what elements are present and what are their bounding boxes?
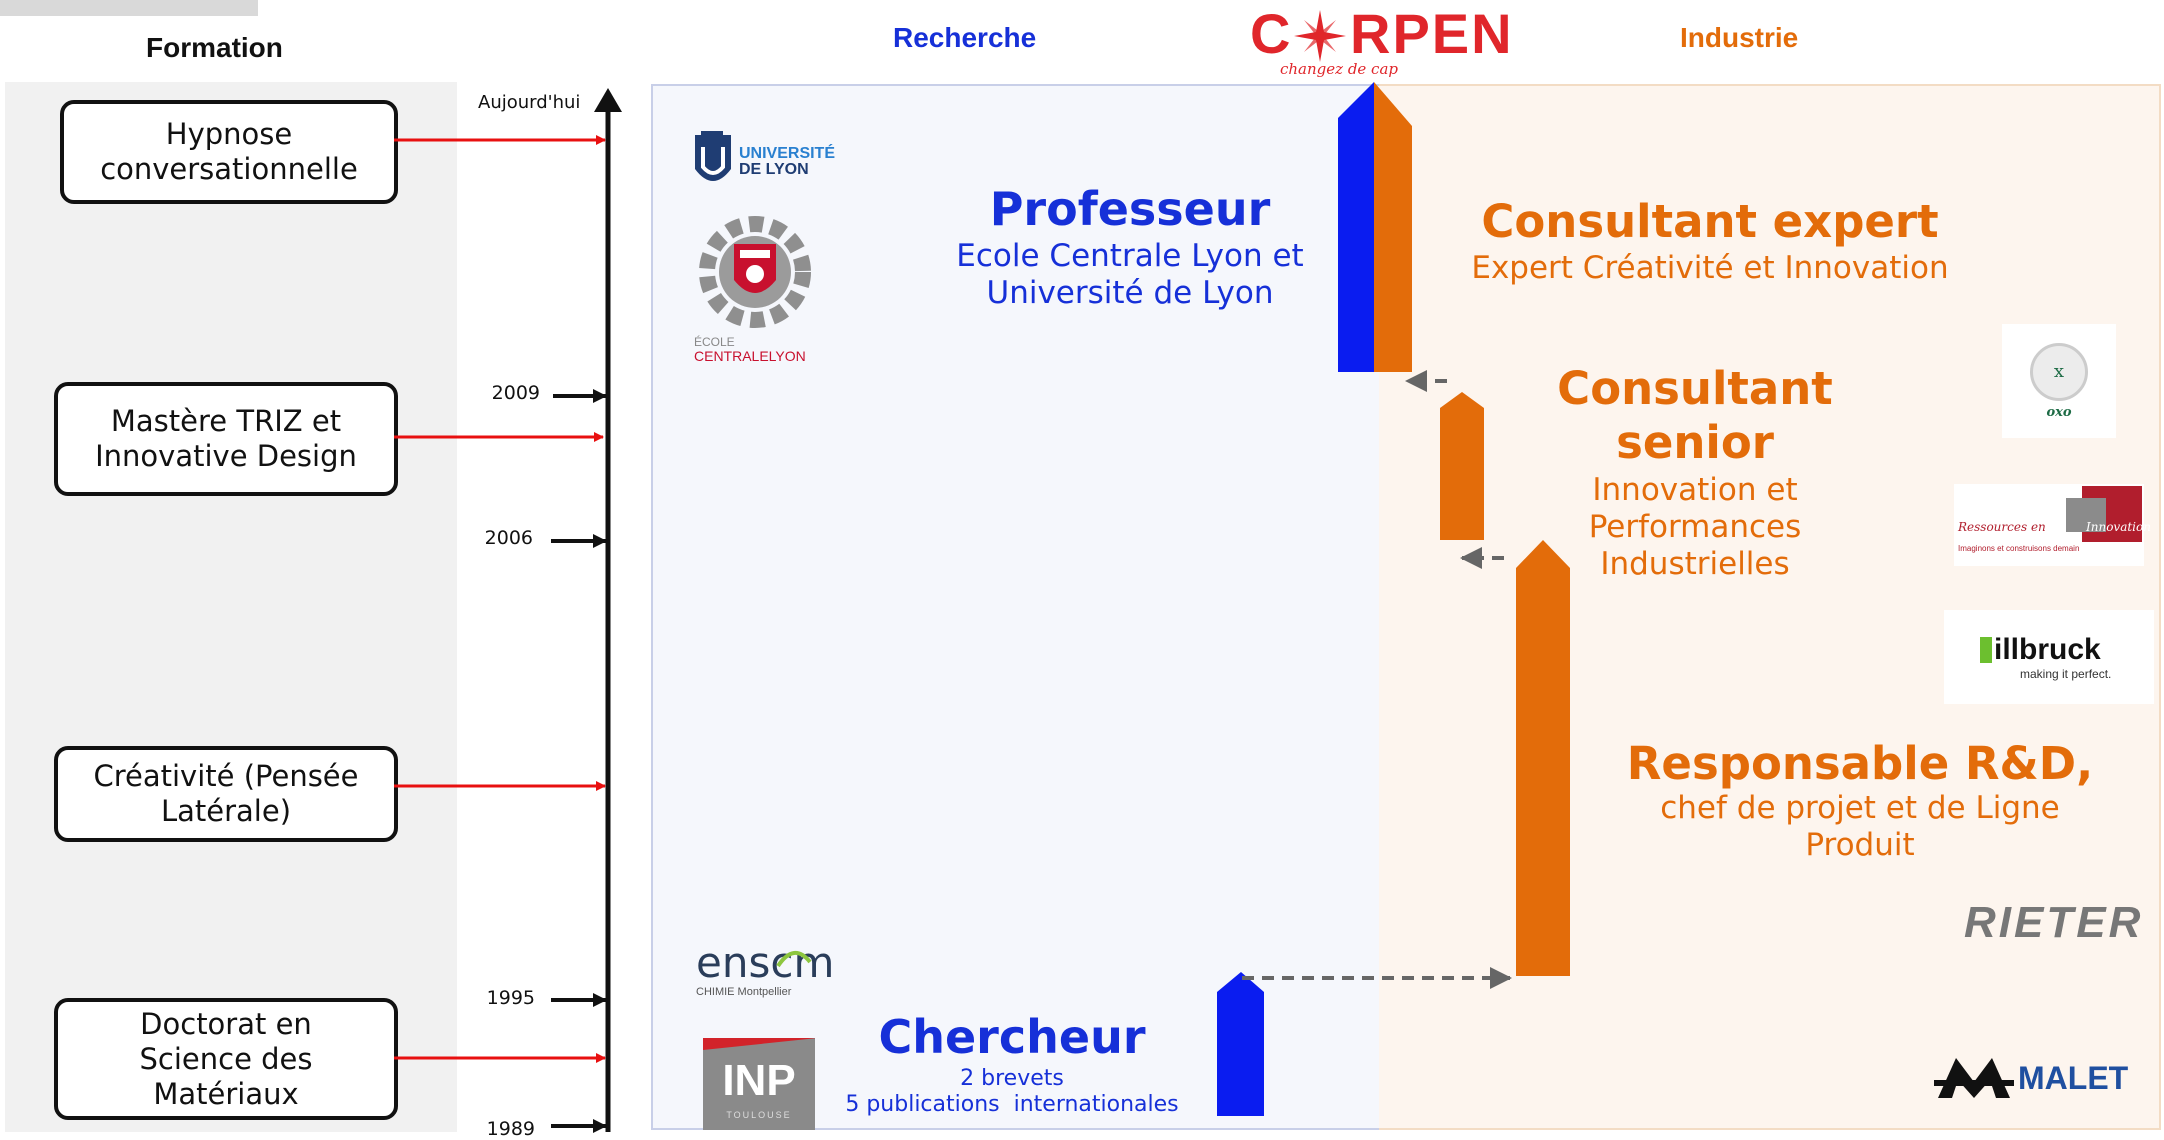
malet-text: MALET [2018,1060,2129,1096]
ressources-text2: Innovation [2086,520,2151,534]
oxo-text: oxo [2046,404,2072,420]
malet-logo: MALET [1934,1046,2134,1106]
bar-professeur-blue [1338,82,1374,372]
consultant-expert-title: Consultant expert [1481,195,1939,248]
oxo-logo: x oxo [2002,324,2116,438]
ecole-text1: ÉCOLE [694,335,735,349]
ressources-text3: Imaginons et construisons demain [1958,544,2080,553]
compass-icon [1294,10,1346,62]
timeline-arrowhead [594,88,622,112]
year-2006: 2006 [484,527,533,549]
univ-lyon-text1: UNIVERSITÉ [738,145,835,162]
responsable-rd-sub1: chef de projet et de Ligne [1660,790,2060,826]
universite-lyon-logo: UNIVERSITÉ DE LYON [688,126,838,198]
bar-consultant-senior [1440,392,1484,540]
chercheur-line1: 2 brevets [960,1066,1064,1091]
responsable-rd-title: Responsable R&D, [1626,737,2094,790]
formation-box-doctorat: Doctorat en Science des Matériaux [54,998,398,1120]
chercheur-title: Chercheur [878,1010,1146,1064]
header-recherche: Recherche [893,22,1037,53]
ensc-m-text: m [793,938,835,987]
formation-box-hypnose: Hypnose conversationnelle [60,100,398,204]
responsable-rd-sub2: Produit [1805,827,1915,863]
consultant-senior-sub2: Performances [1588,509,1802,545]
formation-column-background [5,82,457,1132]
consultant-expert-sub: Expert Créativité et Innovation [1471,250,1949,286]
professeur-line1: Ecole Centrale Lyon et [956,238,1304,274]
illbruck-text: illbruck [1994,633,2101,666]
year-1989: 1989 [486,1118,535,1140]
rieter-logo: RIETER [1964,898,2144,947]
top-left-bar [0,0,258,16]
enscm-logo: enscm CHIMIE Montpellier [696,938,834,1008]
inp-sub-text: TOULOUSE [726,1110,792,1120]
formation-box-creativite: Créativité (Pensée Latérale) [54,746,398,842]
bar-responsable-rd [1516,540,1570,976]
malet-m-icon [1934,1058,2014,1098]
ressources-innovation-logo: Ressources en Innovation Imaginons et co… [1954,484,2151,566]
oxo-x-text: x [2053,361,2065,382]
inp-text: INP [722,1056,796,1105]
industrie-panel [1379,84,2161,1130]
corpen-tagline: changez de cap [1280,60,1399,78]
year-1995: 1995 [486,987,535,1009]
ecole-text2: CENTRALELYON [694,348,806,364]
ensc-sub-text: CHIMIE Montpellier [696,986,792,998]
illbruck-mark-icon [1980,637,1992,663]
chercheur-line2: 5 publications internationales [845,1092,1179,1117]
illbruck-logo: illbruck making it perfect. [1944,610,2154,704]
professeur-title: Professeur [989,182,1271,236]
univ-lyon-text2: DE LYON [738,161,809,178]
formation-box-triz: Mastère TRIZ et Innovative Design [54,382,398,496]
ensc-swirl-icon [776,951,812,968]
year-2009: 2009 [491,382,540,404]
consultant-senior-sub3: Industrielles [1600,546,1790,582]
bar-chercheur [1217,972,1264,1116]
consultant-senior-sub1: Innovation et [1592,472,1798,508]
professeur-line2: Université de Lyon [986,275,1274,311]
consultant-senior-title1: Consultant [1557,362,1833,415]
header-formation: Formation [146,32,283,63]
inp-toulouse-logo: INP TOULOUSE [703,1038,815,1130]
illbruck-sub-text: making it perfect. [2020,667,2112,681]
gear-crest-icon [699,216,811,328]
ensc-text: ensc [696,938,794,987]
ressources-text1: Ressources en [1958,520,2046,534]
timeline-top-label: Aujourd'hui [478,92,581,113]
consultant-senior-title2: senior [1616,416,1774,469]
header-industrie: Industrie [1680,22,1799,53]
corpen-logo: C RPEN changez de cap [1250,2,1514,79]
lion-shield-icon [694,131,731,181]
bar-consultant-expert-orange [1374,82,1412,372]
ecole-centrale-lyon-logo: ÉCOLE CENTRALELYON [690,214,820,364]
